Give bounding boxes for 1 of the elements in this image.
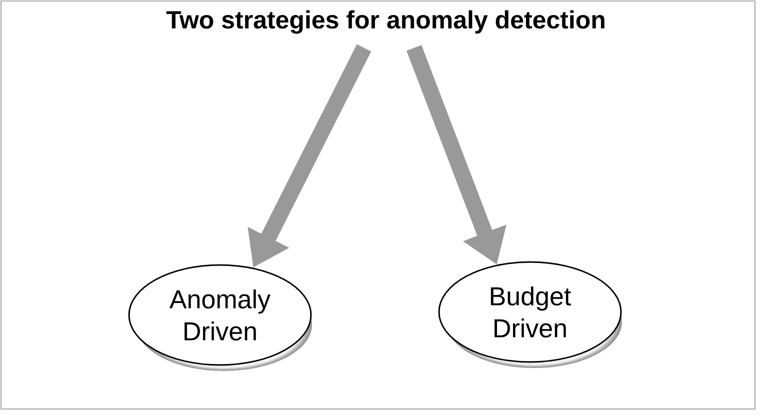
title: Two strategies for anomaly detection [166, 10, 604, 34]
